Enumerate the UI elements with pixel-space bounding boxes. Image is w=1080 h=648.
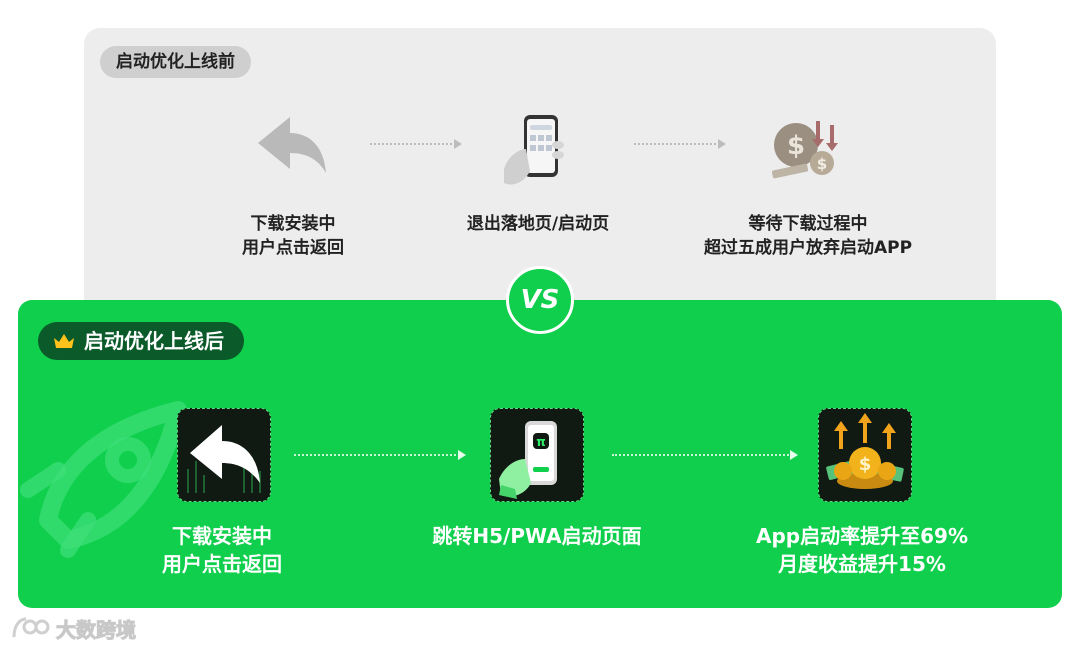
hand-phone-icon: π — [499, 421, 557, 499]
watermark: 大数跨境 — [10, 614, 137, 643]
crown-icon — [54, 334, 74, 348]
after-step-2-line1: 跳转H5/PWA启动页面 — [432, 524, 642, 548]
svg-text:$: $ — [859, 454, 872, 475]
before-step-1-caption: 下载安装中 用户点击返回 — [153, 212, 433, 260]
before-tag: 启动优化上线前 — [100, 46, 251, 78]
after-step-3-line1: App启动率提升至69% — [756, 524, 968, 548]
vs-badge: VS — [506, 266, 574, 334]
after-step-1-line1: 下载安装中 — [172, 524, 272, 548]
after-step-2-caption: 跳转H5/PWA启动页面 — [377, 522, 697, 550]
after-step-3-icon-box: $ — [818, 408, 912, 502]
watermark-text: 大数跨境 — [56, 618, 137, 643]
after-arrow-2 — [612, 450, 798, 460]
before-step-1-icon-box — [246, 99, 340, 193]
after-arrow-1 — [294, 450, 466, 460]
after-step-1-line2: 用户点击返回 — [162, 552, 282, 576]
money-drop-icon: $ $ — [771, 121, 838, 179]
before-step-1-line2: 用户点击返回 — [242, 238, 344, 258]
svg-text:$: $ — [817, 155, 827, 173]
brand-logo-icon — [12, 617, 50, 637]
after-step-1-icon-box — [177, 408, 271, 502]
svg-text:$: $ — [787, 131, 805, 161]
after-tag-label: 启动优化上线后 — [84, 329, 224, 353]
after-step-2-icon-box: π — [490, 408, 584, 502]
before-step-1-line1: 下载安装中 — [250, 214, 336, 234]
rocket-watermark-icon — [20, 401, 187, 558]
before-arrow-1 — [370, 139, 462, 149]
after-tag: 启动优化上线后 — [38, 322, 244, 360]
hand-phone-icon — [504, 115, 564, 185]
before-step-3-caption: 等待下载过程中 超过五成用户放弃启动APP — [668, 212, 948, 260]
reply-arrow-icon — [258, 117, 326, 173]
before-step-3-line2: 超过五成用户放弃启动APP — [703, 238, 913, 258]
before-arrow-2 — [634, 139, 726, 149]
after-step-3-line2: 月度收益提升15% — [778, 552, 946, 576]
before-step-3-icon-box: $ $ — [760, 99, 854, 193]
after-step-1-caption: 下载安装中 用户点击返回 — [62, 522, 382, 578]
before-step-2-caption: 退出落地页/启动页 — [398, 212, 678, 236]
before-step-2-icon-box — [490, 99, 584, 193]
before-step-2-line1: 退出落地页/启动页 — [466, 214, 610, 234]
before-step-3-line1: 等待下载过程中 — [748, 214, 868, 234]
coins-up-icon: $ — [826, 413, 904, 489]
reply-arrow-icon — [187, 425, 261, 493]
after-step-3-caption: App启动率提升至69% 月度收益提升15% — [702, 522, 1022, 578]
svg-text:π: π — [536, 435, 546, 449]
